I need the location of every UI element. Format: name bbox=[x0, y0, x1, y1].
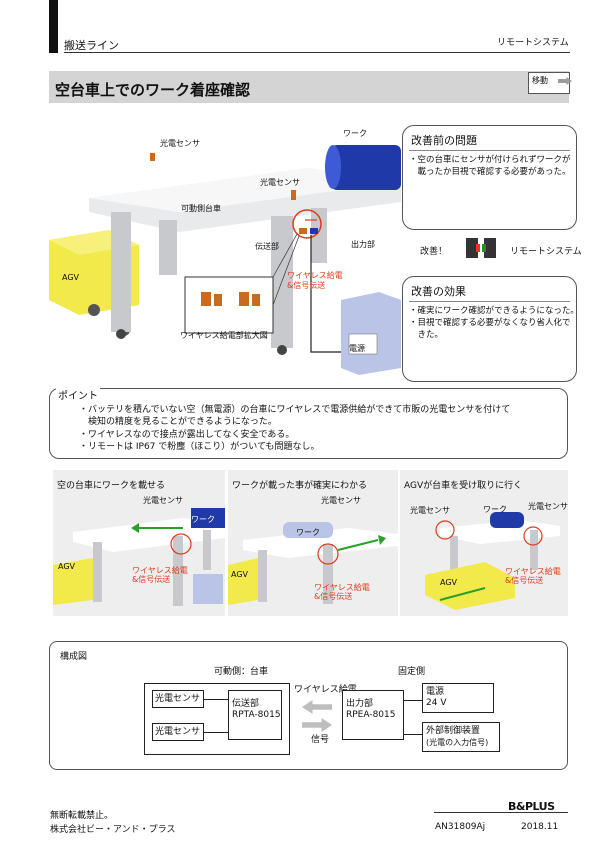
connector-line bbox=[404, 734, 422, 735]
wireless-label-2: &信号伝送 bbox=[132, 575, 171, 584]
kaizen-label: 改善！ bbox=[420, 247, 448, 257]
sensor-box: 光電センサ bbox=[152, 723, 204, 741]
header-rule bbox=[64, 52, 570, 53]
wireless-label: ワイヤレス給電 bbox=[287, 271, 343, 280]
transmitter-model: RPTA-8015 bbox=[232, 710, 281, 720]
sensor-box-label: 光電センサ bbox=[155, 727, 201, 737]
page-title: 空台車上でのワーク着座確認 bbox=[55, 81, 251, 99]
doc-number: AN31809Aj bbox=[435, 822, 486, 832]
before-heading: 改善前の問題 bbox=[411, 134, 477, 147]
transmitter-box: 伝送部 RPTA-8015 bbox=[228, 690, 282, 740]
work-label: ワーク bbox=[296, 528, 320, 537]
system-label: リモートシステム bbox=[497, 38, 569, 48]
power-label: 電源 bbox=[426, 687, 445, 697]
connector-line bbox=[404, 700, 422, 701]
power-label: 電源 bbox=[349, 344, 365, 353]
connector-line bbox=[204, 699, 228, 700]
point-line: ・ワイヤレスなので接点が露出してなく安全である。 bbox=[79, 430, 295, 440]
footer-notice: 無断転載禁止。 bbox=[50, 811, 114, 821]
step-panel-3: AGVが台車を受け取りに行く 光電センサ ワーク 光電センサ AGV ワイヤレス… bbox=[400, 470, 568, 616]
remote-label: リモートシステム bbox=[510, 247, 582, 257]
before-item: 載ったか目視で確認する必要があった。 bbox=[409, 167, 571, 177]
points-heading: ポイント bbox=[56, 387, 100, 402]
work-label: ワーク bbox=[343, 129, 367, 138]
transmitter-label: 伝送部 bbox=[232, 699, 260, 709]
diagram-heading: 構成図 bbox=[60, 652, 88, 662]
wireless-label-2: &信号伝送 bbox=[287, 281, 326, 290]
external-control-note: (光電の入力信号) bbox=[426, 738, 489, 747]
point-line: ・リモートは IP67 で粉塵（ほこり）がついても問題なし。 bbox=[79, 442, 320, 452]
after-heading: 改善の効果 bbox=[411, 285, 466, 298]
move-tag-label: 移動 bbox=[532, 76, 548, 85]
wireless-label: ワイヤレス給電 bbox=[505, 567, 561, 576]
doc-date: 2018.11 bbox=[521, 822, 559, 832]
output-label: 出力部 bbox=[351, 240, 375, 249]
point-line: ・バッテリを積んでいない空（無電源）の台車にワイヤレスで電源供給ができて市販の光… bbox=[79, 405, 511, 415]
output-model: RPEA-8015 bbox=[346, 710, 396, 720]
after-item: きた。 bbox=[409, 330, 444, 340]
step-panel-2: ワークが載った事が確実にわかる 光電センサ ワーク AGV ワイヤレス給電 &信… bbox=[228, 470, 398, 616]
sensor-label: 光電センサ bbox=[260, 178, 300, 187]
sensor-label: 光電センサ bbox=[321, 496, 361, 505]
config-diagram bbox=[49, 641, 568, 770]
wireless-power-label: ワイヤレス給電 bbox=[294, 685, 357, 695]
sensor-box-label: 光電センサ bbox=[155, 694, 201, 704]
cart-label: 可動側台車 bbox=[181, 204, 221, 213]
sensor-label: 光電センサ bbox=[143, 496, 183, 505]
work-label: ワーク bbox=[483, 505, 507, 514]
signal-label: 信号 bbox=[311, 735, 330, 745]
before-item: ・空の台車にセンサが付けられずワークが bbox=[409, 155, 571, 165]
category-label: 搬送ライン bbox=[64, 39, 119, 52]
external-control-box: 外部制御装置 (光電の入力信号) bbox=[422, 722, 500, 752]
wireless-label: ワイヤレス給電 bbox=[314, 583, 370, 592]
after-item: ・目視で確認する必要がなくなり省人化で bbox=[409, 318, 571, 328]
output-box: 出力部 RPEA-8015 bbox=[342, 690, 404, 740]
wireless-label-2: &信号伝送 bbox=[505, 576, 544, 585]
points-box bbox=[49, 388, 568, 459]
fixed-side-label: 固定側 bbox=[398, 667, 426, 677]
panel-heading: ワークが載った事が確実にわかる bbox=[232, 481, 368, 491]
highlight-circle bbox=[292, 209, 322, 239]
arrow-right-icon bbox=[558, 77, 572, 85]
zoom-label: ワイヤレス給電部拡大図 bbox=[180, 331, 268, 340]
agv-label: AGV bbox=[62, 273, 80, 282]
transmitter-label: 伝送部 bbox=[255, 242, 279, 251]
movable-side-label: 可動側：台車 bbox=[214, 667, 269, 677]
sensor-label: 光電センサ bbox=[528, 502, 568, 511]
step-panel-1: 空の台車にワークを載せる 光電センサ ワーク AGV ワイヤレス給電 &信号伝送 bbox=[53, 470, 225, 616]
power-box bbox=[341, 292, 401, 375]
power-voltage: 24 V bbox=[426, 698, 447, 708]
power-supply-box: 電源 24 V bbox=[422, 683, 494, 713]
work-label: ワーク bbox=[191, 515, 215, 524]
main-illustration bbox=[49, 120, 401, 382]
after-item: ・確実にワーク確認ができるようになった。 bbox=[409, 306, 579, 316]
agv-label: AGV bbox=[231, 570, 249, 579]
sensor-label: 光電センサ bbox=[160, 139, 200, 148]
panel-heading: 空の台車にワークを載せる bbox=[57, 481, 166, 491]
sensor-icon bbox=[291, 190, 296, 200]
work-piece bbox=[331, 145, 401, 190]
cart-leg bbox=[111, 212, 131, 332]
agv-label: AGV bbox=[58, 562, 76, 571]
company-logo: B&PLUS bbox=[508, 800, 555, 813]
move-tag: 移動 bbox=[528, 72, 570, 94]
before-box: 改善前の問題 ・空の台車にセンサが付けられずワークが 載ったか目視で確認する必要… bbox=[402, 125, 577, 230]
after-box: 改善の効果 ・確実にワーク確認ができるようになった。 ・目視で確認する必要がなく… bbox=[402, 276, 579, 382]
panel-heading: AGVが台車を受け取りに行く bbox=[404, 481, 523, 491]
remote-system-icon bbox=[466, 238, 496, 258]
footer-company: 株式会社ビー・アンド・プラス bbox=[50, 825, 176, 835]
point-line: 検知の精度を見ることができるようになった。 bbox=[79, 417, 277, 427]
connector-line bbox=[204, 732, 228, 733]
agv-label: AGV bbox=[440, 578, 458, 587]
footer-rule bbox=[434, 812, 568, 813]
output-label: 出力部 bbox=[346, 699, 374, 709]
wireless-label: ワイヤレス給電 bbox=[132, 566, 188, 575]
header-bar bbox=[49, 0, 58, 53]
external-control-label: 外部制御装置 bbox=[426, 726, 481, 736]
wireless-label-2: &信号伝送 bbox=[314, 592, 353, 601]
title-band bbox=[49, 71, 569, 103]
sensor-icon bbox=[150, 153, 155, 161]
sensor-label: 光電センサ bbox=[410, 506, 450, 515]
sensor-box: 光電センサ bbox=[152, 690, 204, 708]
